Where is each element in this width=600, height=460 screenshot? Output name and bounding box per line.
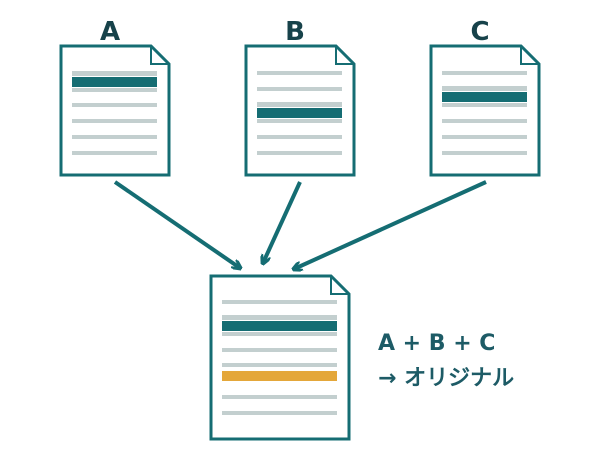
result-formula: A + B + C xyxy=(378,331,495,356)
arrow-a xyxy=(113,180,240,268)
result-caption: → オリジナル xyxy=(378,366,514,391)
result-highlight-orange xyxy=(222,371,337,381)
highlight-line-a xyxy=(72,77,157,87)
document-a xyxy=(59,44,171,177)
arrow-b xyxy=(263,181,302,263)
highlight-line-c xyxy=(442,92,527,102)
label-b: B xyxy=(285,17,305,47)
document-c xyxy=(429,44,541,177)
result-highlight-teal xyxy=(222,321,337,331)
result-document xyxy=(209,274,351,441)
label-c: C xyxy=(470,17,489,47)
highlight-line-b xyxy=(257,108,342,118)
label-a: A xyxy=(100,17,120,47)
arrow-c xyxy=(294,180,487,269)
document-b xyxy=(244,44,356,177)
